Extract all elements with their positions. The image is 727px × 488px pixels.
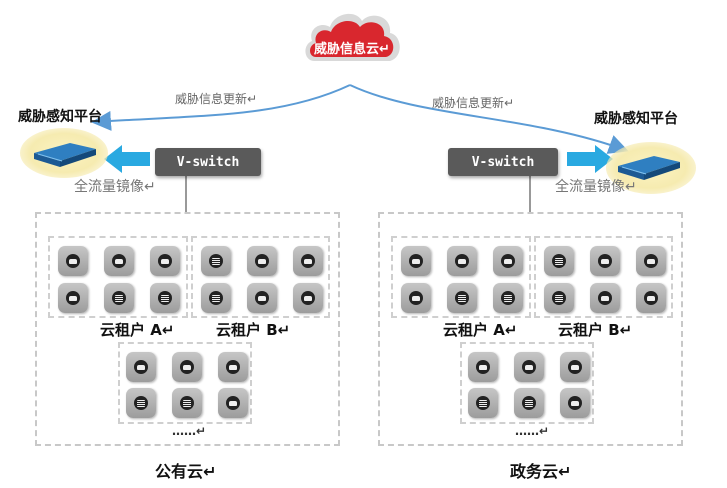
threat-appliance-icon-right [618, 156, 680, 180]
cloud-vm-icon [247, 283, 277, 313]
cloud-vm-icon [218, 352, 248, 382]
update-label-left: 威胁信息更新↵ [175, 92, 258, 106]
server-vm-icon [150, 283, 180, 313]
server-vm-icon [544, 246, 574, 276]
threat-appliance-icon-left [34, 143, 96, 167]
cloud-vm-icon [401, 283, 431, 313]
cloud-vm-icon [58, 283, 88, 313]
mirror-arrow-left [104, 145, 150, 173]
server-vm-icon [126, 388, 156, 418]
cloud-vm-icon [293, 246, 323, 276]
public-ellipsis: ……↵ [172, 424, 207, 438]
update-line-left [91, 84, 351, 131]
mirror-label-right: 全流量镜像↵ [555, 179, 637, 195]
cloud-vm-icon [468, 352, 498, 382]
server-vm-icon [493, 283, 523, 313]
cloud-vm-icon [636, 246, 666, 276]
public-tenant-b-box [191, 236, 330, 318]
cloud-vm-icon [126, 352, 156, 382]
threat-cloud-icon [305, 13, 400, 62]
cloud-vm-icon [58, 246, 88, 276]
server-vm-icon [468, 388, 498, 418]
cloud-vm-icon [636, 283, 666, 313]
server-vm-icon [104, 283, 134, 313]
cloud-vm-icon [514, 352, 544, 382]
server-vm-icon [544, 283, 574, 313]
server-vm-icon [201, 246, 231, 276]
gov-cloud-box [378, 212, 683, 446]
cloud-vm-icon [447, 246, 477, 276]
public-other-tenants-box [118, 342, 252, 424]
gov-tenant-b-box [534, 236, 673, 318]
gov-ellipsis: ……↵ [515, 424, 550, 438]
platform-label-left: 威胁感知平台 [18, 109, 102, 125]
cloud-vm-icon [172, 352, 202, 382]
public-tenant-a-label: 云租户 A↵ [100, 321, 175, 339]
mirror-arrow-right [567, 145, 613, 173]
cloud-vm-icon [493, 246, 523, 276]
cloud-vm-icon [560, 352, 590, 382]
cloud-vm-icon [218, 388, 248, 418]
cloud-vm-icon [590, 246, 620, 276]
mirror-label-left: 全流量镜像↵ [74, 179, 156, 195]
server-vm-icon [514, 388, 544, 418]
server-vm-icon [172, 388, 202, 418]
platform-label-right: 威胁感知平台 [594, 111, 678, 127]
cloud-vm-icon [247, 246, 277, 276]
gov-cloud-title: 政务云↵ [510, 462, 572, 481]
threat-cloud-label: 威胁信息云↵ [314, 42, 390, 57]
server-vm-icon [201, 283, 231, 313]
cloud-vm-icon [150, 246, 180, 276]
gov-tenant-a-label: 云租户 A↵ [443, 321, 518, 339]
cloud-vm-icon [104, 246, 134, 276]
gov-tenant-b-label: 云租户 B↵ [558, 321, 633, 339]
update-label-right: 威胁信息更新↵ [432, 96, 515, 110]
cloud-vm-icon [560, 388, 590, 418]
gov-other-tenants-box [460, 342, 594, 424]
cloud-vm-icon [590, 283, 620, 313]
public-cloud-box [35, 212, 340, 446]
cloud-vm-icon [401, 246, 431, 276]
update-line-right [349, 84, 629, 154]
server-vm-icon [447, 283, 477, 313]
vswitch-right: V-switch [448, 148, 558, 176]
cloud-vm-icon [293, 283, 323, 313]
vswitch-left: V-switch [155, 148, 261, 176]
public-tenant-a-box [48, 236, 188, 318]
public-cloud-title: 公有云↵ [155, 462, 217, 481]
public-tenant-b-label: 云租户 B↵ [216, 321, 291, 339]
gov-tenant-a-box [391, 236, 531, 318]
